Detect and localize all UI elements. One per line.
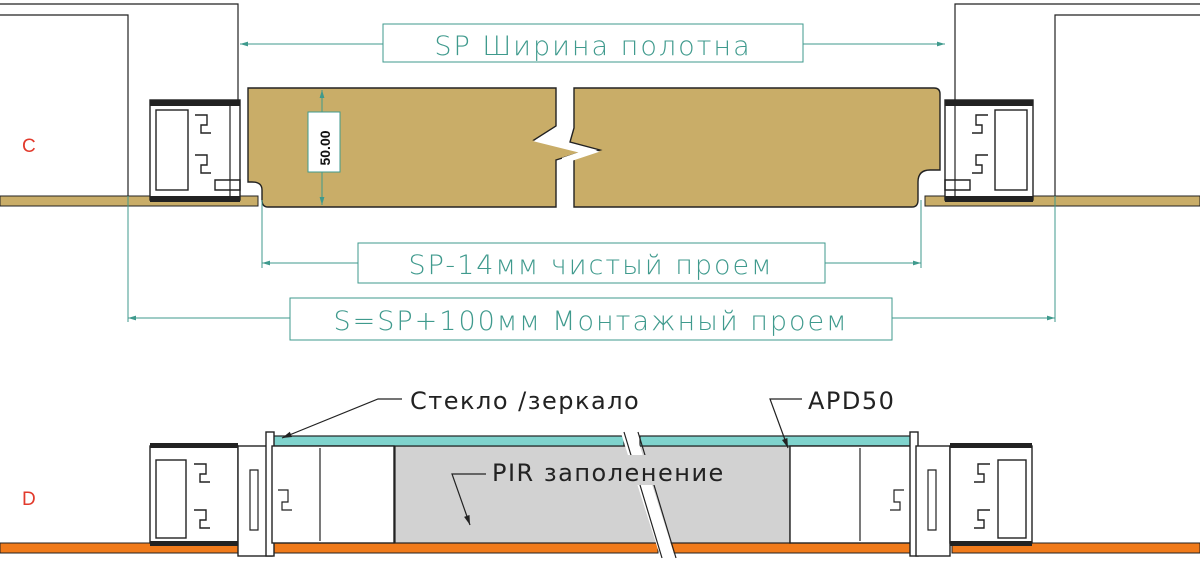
section-d-label: D xyxy=(22,489,36,510)
frame-profile-right xyxy=(944,99,1034,202)
dim-clear-label: SP-14мм чистый проем xyxy=(409,250,774,281)
thickness-value: 50.00 xyxy=(317,130,333,165)
frame-profile-d-left xyxy=(149,443,239,546)
glass-strip-right xyxy=(639,435,913,447)
dim-sp-label: SP Ширина полотна xyxy=(434,31,751,62)
callout-apd-label: APD50 xyxy=(808,387,895,415)
wall-right xyxy=(954,3,1200,196)
callout-pir: PIR заполенение xyxy=(451,455,762,526)
floor-strip-left xyxy=(0,195,259,207)
floor-strip-right xyxy=(924,195,1200,207)
frame-profile-left xyxy=(149,99,241,202)
callout-pir-label: PIR заполенение xyxy=(492,459,725,487)
floor-strip-d-right xyxy=(951,542,1200,554)
callout-apd: APD50 xyxy=(769,387,895,449)
frame-profile-d-right xyxy=(949,443,1033,546)
floor-strip-d-mid-left xyxy=(247,542,659,554)
callout-glass: Стекло /зеркало xyxy=(281,387,640,439)
dim-sp: SP Ширина полотна xyxy=(240,23,945,63)
wall-left xyxy=(0,3,239,196)
door-panel-right xyxy=(569,87,941,208)
panel-break-d xyxy=(621,429,675,561)
leaf-profile-d-right xyxy=(789,431,951,557)
dim-install-label: S=SP+100мм Монтажный проем xyxy=(334,306,849,337)
leaf-profile-d-left xyxy=(237,431,395,557)
dim-clear-opening: SP-14мм чистый проем xyxy=(261,200,922,284)
section-c: C xyxy=(0,3,1200,341)
floor-strip-d-mid-right xyxy=(669,542,941,554)
thickness-dimension: 50.00 xyxy=(307,90,341,205)
glass-strip-left xyxy=(271,435,625,447)
panel-break-line xyxy=(533,90,600,205)
section-c-label: C xyxy=(22,136,36,157)
door-panel-left xyxy=(247,87,585,208)
dim-install-opening: S=SP+100мм Монтажный проем xyxy=(127,196,1056,341)
section-d: D xyxy=(0,387,1200,561)
callout-glass-label: Стекло /зеркало xyxy=(410,387,640,415)
